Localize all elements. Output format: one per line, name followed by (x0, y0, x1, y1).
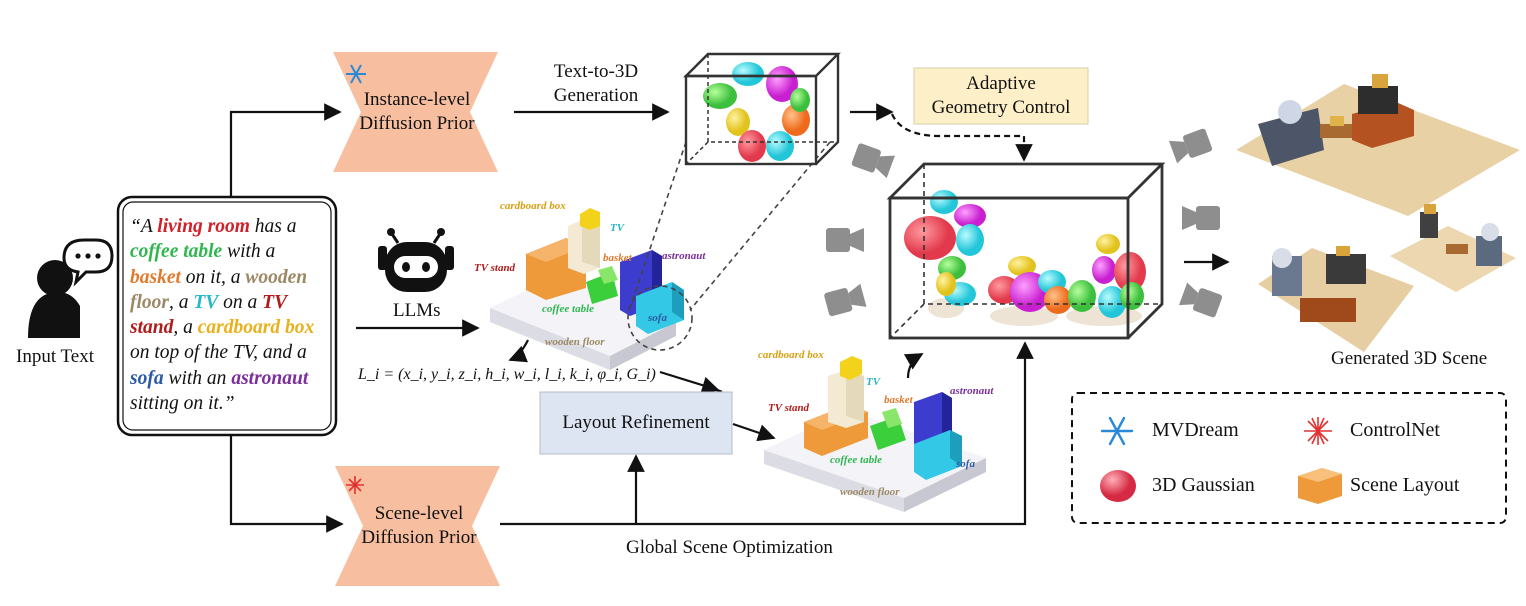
robot-icon (378, 228, 454, 292)
tag-tv-stand: TV stand (474, 262, 516, 274)
prompt-segment: living room (157, 216, 250, 237)
prompt-segment: , a (173, 317, 198, 339)
tag-tv-stand-refined: TV stand (768, 402, 810, 414)
tag-coffee-table: coffee table (542, 303, 595, 315)
adaptive-geometry-dashed-arrow (890, 113, 1033, 162)
text-to-3d-label: Text-to-3D Generation (553, 61, 639, 106)
llms-label: LLMs (393, 300, 441, 321)
generated-scene-renders (1236, 74, 1520, 352)
scene-layout-refined (764, 356, 986, 512)
arrow-global-optimization (500, 341, 1034, 526)
tag-wooden-floor-refined: wooden floor (840, 486, 900, 498)
tag-astronaut: astronaut (662, 250, 706, 262)
prompt-segment: wooden floor (130, 266, 308, 313)
tag-sofa: sofa (648, 312, 667, 324)
tag-cardboard-box: cardboard box (500, 200, 566, 212)
tag-tv: TV (610, 222, 625, 234)
legend-box (1071, 392, 1507, 524)
adaptive-geometry-label: Adaptive Geometry Control (931, 73, 1071, 118)
tag-cardboard-box-refined: cardboard box (758, 349, 824, 361)
prompt-segment: , a (169, 291, 194, 313)
tag-astronaut-refined: astronaut (950, 385, 994, 397)
prompt-text: “A living room has a coffee table with a… (130, 214, 330, 416)
layout-refinement-label: Layout Refinement (562, 412, 710, 433)
legend-gaussian-icon (1100, 470, 1136, 502)
prompt-segment: with an (163, 367, 232, 389)
prompt-segment: “A (130, 216, 158, 237)
prompt-segment: sitting on it.” (130, 393, 235, 415)
tag-sofa-refined: sofa (956, 458, 975, 470)
input-text-label: Input Text (16, 346, 95, 367)
adaptive-geometry-box (913, 67, 1089, 125)
scene-layout-top (490, 208, 693, 370)
arrow-refinement-to-layout (732, 422, 776, 442)
prompt-segment: astronaut (231, 367, 309, 389)
prompt-segment: coffee table (130, 241, 223, 263)
tag-tv-refined: TV (866, 376, 881, 388)
prompt-segment: TV (193, 291, 219, 313)
scene-gaussian-box (886, 162, 1166, 340)
prompt-segment: on a (218, 291, 263, 313)
prompt-segment: on it, a (180, 266, 246, 288)
zoom-line-right (689, 141, 831, 311)
instance-prior-block (333, 52, 498, 172)
tag-basket: basket (603, 252, 632, 264)
legend-layout-cube-icon (1298, 468, 1342, 504)
prompt-segment: with a (222, 241, 276, 263)
tag-wooden-floor: wooden floor (545, 336, 605, 348)
user-icon (28, 238, 114, 338)
scene-prior-block (335, 466, 500, 586)
global-optimization-label: Global Scene Optimization (626, 537, 833, 558)
arrow-to-scene-prior (229, 435, 344, 533)
prompt-segment: cardboard box (197, 317, 315, 339)
prompt-segment: TV stand (130, 291, 287, 339)
prompt-segment: basket (130, 266, 181, 288)
scene-prior-label: Scene-level Diffusion Prior (361, 503, 477, 548)
layout-refinement-box (539, 391, 733, 455)
legend-snowflake-icon (1100, 416, 1134, 446)
legend-label-scene-layout: Scene Layout (1350, 474, 1460, 496)
camera-icons (824, 128, 1223, 318)
prompt-segment: on top of the TV, and a (130, 342, 307, 364)
prompt-segment: sofa (130, 367, 164, 389)
prompt-box (116, 195, 338, 437)
legend-controlnet-icon (1304, 417, 1332, 445)
curved-arrow-icons (508, 339, 924, 379)
arrow-to-instance-prior (229, 103, 342, 197)
snowflake-icon (346, 64, 366, 84)
zoom-line-left (629, 141, 687, 309)
legend-label-controlnet: ControlNet (1350, 419, 1440, 441)
arrow-layout-to-refinement (659, 370, 720, 394)
tag-coffee-table-refined: coffee table (830, 454, 883, 466)
tag-basket-refined: basket (884, 394, 913, 406)
gaussian-cluster-scene (904, 190, 1146, 326)
prompt-segment: has a (249, 216, 297, 237)
generated-scene-label: Generated 3D Scene (1331, 348, 1488, 369)
instance-gaussian-box (683, 52, 841, 166)
legend-label-3d-gaussian: 3D Gaussian (1152, 474, 1255, 496)
layout-formula: L_i = (x_i, y_i, z_i, h_i, w_i, l_i, k_i… (358, 366, 656, 383)
legend-label-mvdream: MVDream (1152, 419, 1239, 441)
instance-prior-label: Instance-level Diffusion Prior (359, 89, 475, 134)
controlnet-icon (346, 476, 364, 494)
